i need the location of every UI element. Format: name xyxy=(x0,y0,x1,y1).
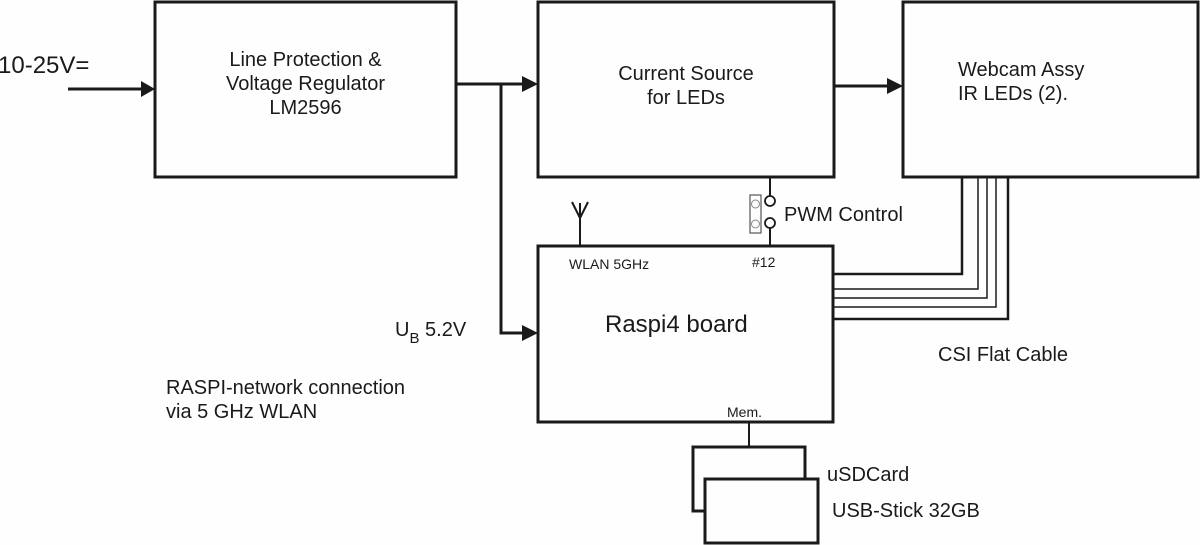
webcam-label-line: Webcam Assy xyxy=(958,59,1085,81)
supply-to-raspi-line xyxy=(499,84,526,335)
network-note-line: RASPI-network connection xyxy=(166,377,406,399)
pwm-control-label: PWM Control xyxy=(784,204,903,226)
supply-subscript: B xyxy=(409,330,420,347)
antenna-icon xyxy=(571,201,589,246)
csi-cable-label: CSI Flat Cable xyxy=(938,344,1069,366)
usb-stick-label: USB-Stick 32GB xyxy=(832,500,980,522)
input-voltage-label: 10-25V= xyxy=(0,52,90,79)
regulator-label-line: LM2596 xyxy=(269,97,342,119)
raspi-block xyxy=(536,244,835,424)
webcam-label: Webcam Assy IR LEDs (2). xyxy=(958,58,1084,106)
raspi-title: Raspi4 board xyxy=(605,311,748,338)
current-source-label: Current Source for LEDs xyxy=(538,62,834,110)
mem-port-label: Mem. xyxy=(727,404,762,420)
regulator-block xyxy=(153,0,458,179)
regulator-label-line: Line Protection & xyxy=(229,49,382,71)
supply-symbol: U xyxy=(395,319,410,341)
raspi-arrowhead xyxy=(522,325,538,341)
usdcard-label: uSDCard xyxy=(827,464,910,486)
gpio-port-label: #12 xyxy=(752,254,776,270)
current-source-block xyxy=(536,0,836,179)
input-arrowhead xyxy=(141,81,155,97)
regulator-label-line: Voltage Regulator xyxy=(225,73,385,95)
current-source-arrowhead xyxy=(522,76,538,92)
network-note-line: via 5 GHz WLAN xyxy=(166,401,318,423)
pwm-jumper-icon xyxy=(749,194,776,234)
webcam-label-line: IR LEDs (2). xyxy=(958,83,1069,105)
network-note: RASPI-network connection via 5 GHz WLAN xyxy=(166,376,405,424)
supply-voltage-label: UB 5.2V xyxy=(395,318,467,347)
webcam-block xyxy=(901,0,1200,179)
wlan-port-label: WLAN 5GHz xyxy=(569,256,650,272)
current-source-label-line: Current Source xyxy=(618,63,754,85)
csi-flat-cable xyxy=(833,177,1010,321)
usb-stick-block xyxy=(703,477,820,545)
regulator-label: Line Protection & Voltage Regulator LM25… xyxy=(155,48,456,120)
webcam-arrowhead xyxy=(887,78,903,94)
supply-value: 5.2V xyxy=(425,319,467,341)
current-source-label-line: for LEDs xyxy=(647,87,725,109)
